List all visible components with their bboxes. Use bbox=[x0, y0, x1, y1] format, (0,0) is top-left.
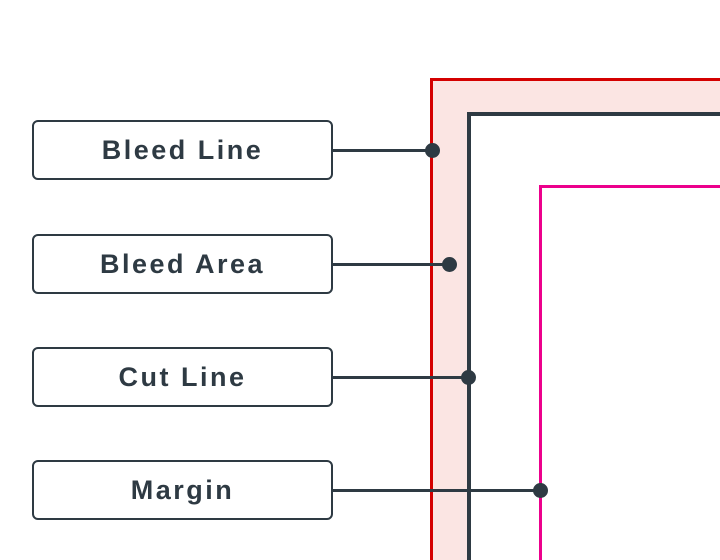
connector-dot bbox=[533, 482, 548, 498]
label-box-bleed-area: Bleed Area bbox=[32, 234, 333, 294]
label-box-bleed-line: Bleed Line bbox=[32, 120, 333, 180]
label-box-margin: Margin bbox=[32, 460, 333, 520]
label-text: Bleed Area bbox=[99, 248, 266, 279]
margin-line-rect bbox=[539, 185, 720, 560]
callout-bleed-area: Bleed Area bbox=[32, 234, 720, 294]
connector-line bbox=[333, 488, 541, 492]
callout-margin: Margin bbox=[32, 460, 720, 520]
connector-line bbox=[333, 148, 432, 152]
callout-cut-line: Cut Line bbox=[32, 347, 720, 407]
connector-dot bbox=[441, 256, 457, 272]
connector-line bbox=[333, 262, 449, 266]
callout-bleed-line: Bleed Line bbox=[32, 120, 720, 180]
connector-dot bbox=[461, 369, 476, 385]
label-text: Cut Line bbox=[118, 361, 247, 392]
label-text: Bleed Line bbox=[101, 134, 264, 165]
connector-dot bbox=[424, 142, 440, 158]
connector-line bbox=[333, 375, 469, 379]
label-text: Margin bbox=[130, 474, 235, 505]
label-box-cut-line: Cut Line bbox=[32, 347, 333, 407]
